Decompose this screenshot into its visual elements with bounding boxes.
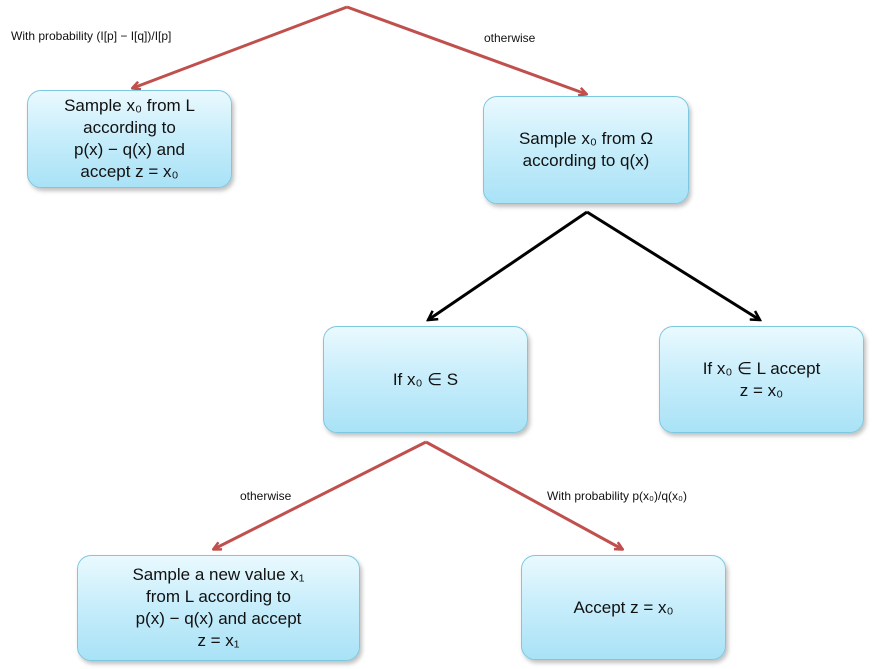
node-sample-from-L-line-1: Sample x₀ from L xyxy=(64,96,195,115)
arrow-if-in-S-to-accept xyxy=(425,440,622,549)
edge-label-otherwise-top: otherwise xyxy=(484,31,536,45)
node-if-in-S: If x₀ ∈ S xyxy=(323,326,528,433)
node-sample-from-omega-line-1: Sample x₀ from Ω xyxy=(518,129,654,148)
node-sample-new-value: Sample a new value x₁ from L according t… xyxy=(77,555,360,661)
arrow-omega-to-if-in-L xyxy=(586,210,760,320)
node-accept-line-1: Accept z = x₀ xyxy=(573,597,674,617)
arrow-top-to-sample-from-omega xyxy=(346,5,586,94)
node-if-in-L-line-1: If x₀ ∈ L accept xyxy=(702,358,821,378)
arrow-top-to-sample-from-L xyxy=(133,5,348,88)
node-sample-from-omega: Sample x₀ from Ω according to q(x) xyxy=(483,96,689,204)
arrow-if-in-S-to-sample-new xyxy=(214,440,427,549)
node-if-in-L-line-2: z = x₀ xyxy=(739,380,784,400)
node-sample-from-L-line-2: according to xyxy=(83,118,176,137)
edge-label-otherwise-bottom: otherwise xyxy=(240,489,292,503)
node-sample-from-omega-line-2: according to q(x) xyxy=(522,151,650,170)
arrow-omega-to-if-in-S xyxy=(428,210,588,320)
node-accept: Accept z = x₀ xyxy=(521,555,726,660)
node-sample-new-value-line-4: z = x₁ xyxy=(197,631,240,650)
edge-label-with-probability-bottom: With probability p(x₀)/q(x₀) xyxy=(547,489,687,503)
edge-label-with-probability-top: With probability (I[p] − I[q])/I[p] xyxy=(11,29,172,43)
node-sample-from-L: Sample x₀ from L according to p(x) − q(x… xyxy=(27,90,232,188)
node-sample-new-value-line-3: p(x) − q(x) and accept xyxy=(135,609,302,628)
node-sample-from-L-line-4: accept z = x₀ xyxy=(80,162,179,181)
node-if-in-L: If x₀ ∈ L accept z = x₀ xyxy=(659,326,864,433)
node-if-in-S-line-1: If x₀ ∈ S xyxy=(392,369,459,389)
node-sample-new-value-line-2: from L according to xyxy=(146,587,291,606)
node-sample-new-value-line-1: Sample a new value x₁ xyxy=(132,565,305,584)
node-sample-from-L-line-3: p(x) − q(x) and xyxy=(73,140,185,159)
